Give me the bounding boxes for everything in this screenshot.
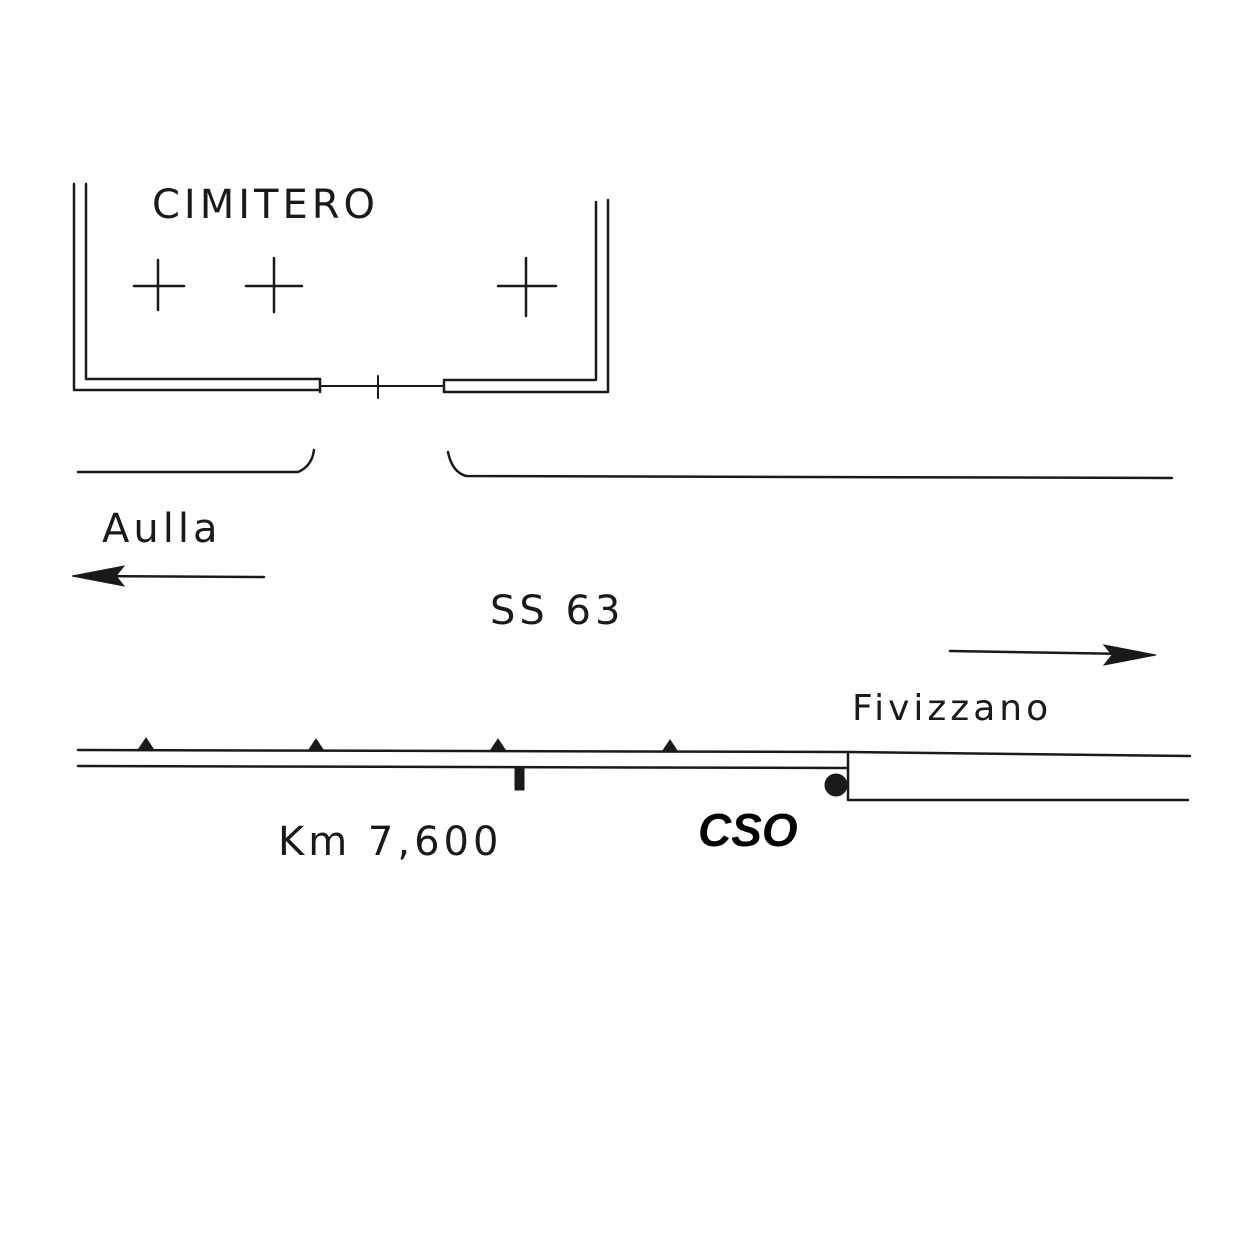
cso-label: CSO (698, 804, 798, 856)
cemetery-inner-wall-right (442, 200, 598, 382)
kilometer-marker-icon (514, 767, 525, 791)
cemetery-label: CIMITERO (152, 182, 379, 228)
cross-icon (244, 256, 304, 314)
arrow-left-icon (71, 565, 266, 587)
road-north-edge-west (76, 448, 316, 474)
guardrail-post-icon (137, 737, 155, 751)
guardrail-post-icon (489, 738, 507, 752)
cemetery-outer-wall-right (442, 198, 610, 394)
cemetery-outer-wall-left (72, 182, 322, 392)
guardrail-post-icon (307, 738, 325, 752)
road-name-label: SS 63 (490, 588, 624, 634)
cemetery-inner-wall-left (84, 182, 322, 381)
road-south-edge (76, 748, 1192, 802)
fivizzano-label: Fivizzano (852, 688, 1052, 729)
aulla-label: Aulla (102, 506, 221, 552)
cross-icon (496, 256, 558, 318)
filled-circle-icon (824, 773, 848, 797)
guardrail-post-icon (661, 739, 679, 753)
road-north-edge-east (446, 450, 1174, 480)
cemetery-enclosure (72, 182, 610, 399)
arrow-right-icon (948, 644, 1157, 666)
cross-icon (132, 258, 186, 312)
kilometer-label: Km 7,600 (278, 819, 502, 865)
